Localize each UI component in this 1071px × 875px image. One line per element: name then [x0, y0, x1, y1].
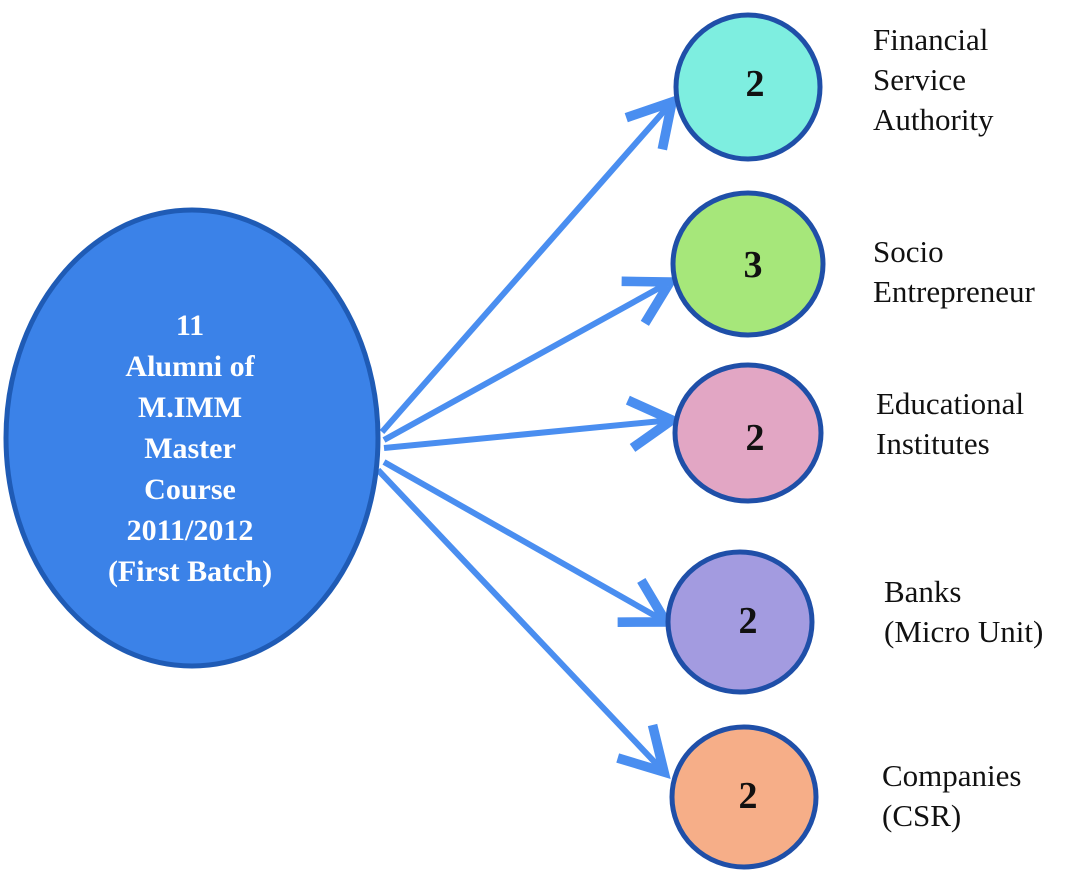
- label-line: Socio: [873, 234, 944, 269]
- node-label-banks: Banks (Micro Unit): [884, 572, 1043, 652]
- center-line-batch: (First Batch): [107, 555, 273, 588]
- center-line-course: Course: [144, 473, 236, 506]
- label-line: Companies: [882, 758, 1022, 793]
- node-circle-socio-entrepreneur: [670, 190, 826, 338]
- node-circle-banks: [665, 549, 815, 695]
- node-label-financial-service-authority: Financial Service Authority: [873, 20, 994, 140]
- node-count-financial-service-authority: 2: [745, 63, 765, 105]
- label-line: Service: [873, 62, 966, 97]
- label-line: Entrepreneur: [873, 274, 1035, 309]
- label-line: Authority: [873, 102, 994, 137]
- label-line: Banks: [884, 574, 962, 609]
- center-line-master: Master: [144, 432, 236, 465]
- label-line: Educational: [876, 386, 1025, 421]
- arrow-to-financial-service-authority: [379, 94, 679, 434]
- label-line: Financial: [873, 22, 989, 57]
- node-count-banks: 2: [738, 600, 758, 642]
- node-count-socio-entrepreneur: 3: [743, 244, 763, 286]
- label-line: (Micro Unit): [884, 614, 1044, 649]
- center-line-year: 2011/2012: [126, 514, 254, 547]
- arrow-to-companies: [375, 467, 671, 780]
- node-label-socio-entrepreneur: Socio Entrepreneur: [873, 232, 1035, 312]
- center-line-program: M.IMM: [137, 391, 243, 424]
- center-line-count: 11: [175, 309, 205, 342]
- center-ellipse: [3, 207, 381, 669]
- node-circle-companies: [669, 724, 819, 870]
- arrow-to-banks: [382, 459, 675, 627]
- label-line: (CSR): [882, 798, 962, 833]
- label-line: Institutes: [876, 426, 990, 461]
- node-label-educational-institutes: Educational Institutes: [876, 384, 1024, 464]
- node-count-educational-institutes: 2: [745, 417, 765, 459]
- node-label-companies: Companies (CSR): [882, 756, 1022, 836]
- arrow-to-educational-institutes: [383, 395, 682, 452]
- node-circle-financial-service-authority: [673, 12, 823, 162]
- arrow-to-socio-entrepreneur: [382, 276, 679, 443]
- node-circle-educational-institutes: [672, 362, 824, 504]
- center-line-alumni: Alumni of: [125, 350, 255, 383]
- node-count-companies: 2: [738, 775, 758, 817]
- center-label: 11 Alumni of M.IMM Master Course 2011/20…: [40, 305, 340, 592]
